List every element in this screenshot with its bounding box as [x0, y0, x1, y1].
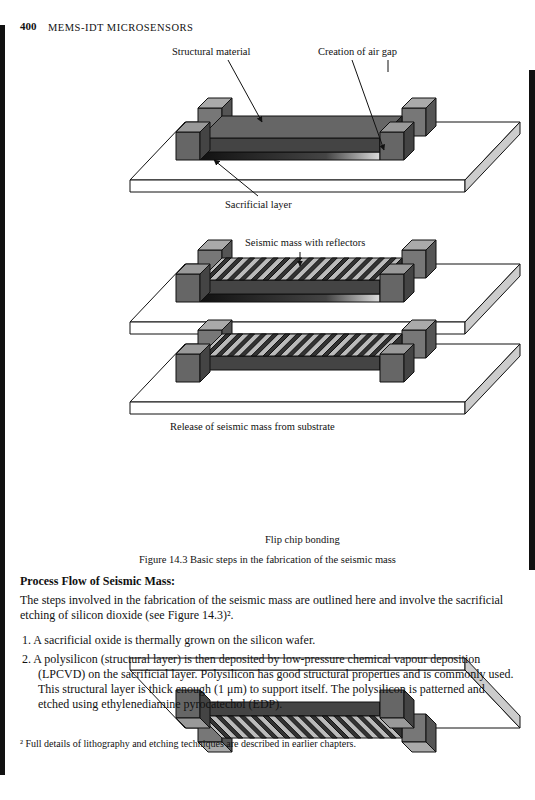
- seismic-beam-top: [200, 334, 402, 356]
- substrate-front: [130, 402, 465, 414]
- page-number: 400: [20, 20, 50, 34]
- anchor-block-side: [200, 344, 210, 382]
- seismic-beam-front: [200, 138, 380, 152]
- seismic-beam-top: [200, 116, 402, 138]
- footnote: ² Full details of lithography and etchin…: [20, 738, 515, 751]
- edge-bar: [0, 25, 5, 775]
- step-structural-layer: [130, 98, 520, 192]
- anchor-block-side: [404, 264, 414, 302]
- anchor-block-front: [380, 274, 404, 302]
- leader-line: [228, 60, 262, 122]
- list-item: 2. A polysilicon (structural layer) is t…: [22, 652, 515, 712]
- seismic-beam-front: [200, 280, 380, 294]
- leader-line: [214, 160, 258, 196]
- step-label: Release of seismic mass from substrate: [170, 420, 400, 433]
- part-label: Seismic mass with reflectors: [245, 236, 415, 249]
- step-label: Flip chip bonding: [265, 533, 385, 546]
- substrate-side: [465, 344, 520, 414]
- sacrificial-layer: [200, 294, 380, 302]
- anchor-block-side: [426, 320, 436, 358]
- anchor-block-side: [404, 344, 414, 382]
- part-label: Sacrificial layer: [225, 198, 335, 211]
- seismic-beam-front: [200, 356, 380, 370]
- part-label: Creation of air gap: [318, 45, 438, 58]
- substrate-side: [465, 264, 520, 334]
- leader-line: [352, 60, 384, 150]
- list-item: 1. A sacrificial oxide is thermally grow…: [22, 633, 515, 648]
- sacrificial-layer: [200, 152, 380, 160]
- substrate-front: [130, 180, 465, 192]
- seismic-beam-top: [200, 716, 402, 738]
- figure-caption: Figure 14.3 Basic steps in the fabricati…: [20, 553, 515, 566]
- substrate-side: [465, 122, 520, 192]
- body-paragraph: The steps involved in the fabrication of…: [20, 593, 515, 623]
- seismic-beam-top: [200, 258, 402, 280]
- anchor-block-front: [176, 354, 200, 382]
- anchor-block-front: [176, 274, 200, 302]
- step-reflectors: [130, 240, 520, 334]
- anchor-block-side: [200, 264, 210, 302]
- part-label: Structural material: [172, 45, 292, 58]
- step-release: [130, 320, 520, 414]
- anchor-block-front: [176, 132, 200, 160]
- anchor-block-side: [404, 122, 414, 160]
- section-heading: Process Flow of Seismic Mass:: [20, 574, 320, 589]
- anchor-block-side: [426, 240, 436, 278]
- gap-tick: [388, 60, 389, 72]
- anchor-block-side: [200, 122, 210, 160]
- anchor-block-side: [426, 714, 436, 752]
- running-head: MEMS-IDT MICROSENSORS: [48, 21, 298, 34]
- anchor-block-front: [380, 132, 404, 160]
- leader-line: [300, 252, 301, 266]
- anchor-block-side: [426, 98, 436, 136]
- anchor-block-front: [380, 354, 404, 382]
- edge-bar: [529, 70, 535, 570]
